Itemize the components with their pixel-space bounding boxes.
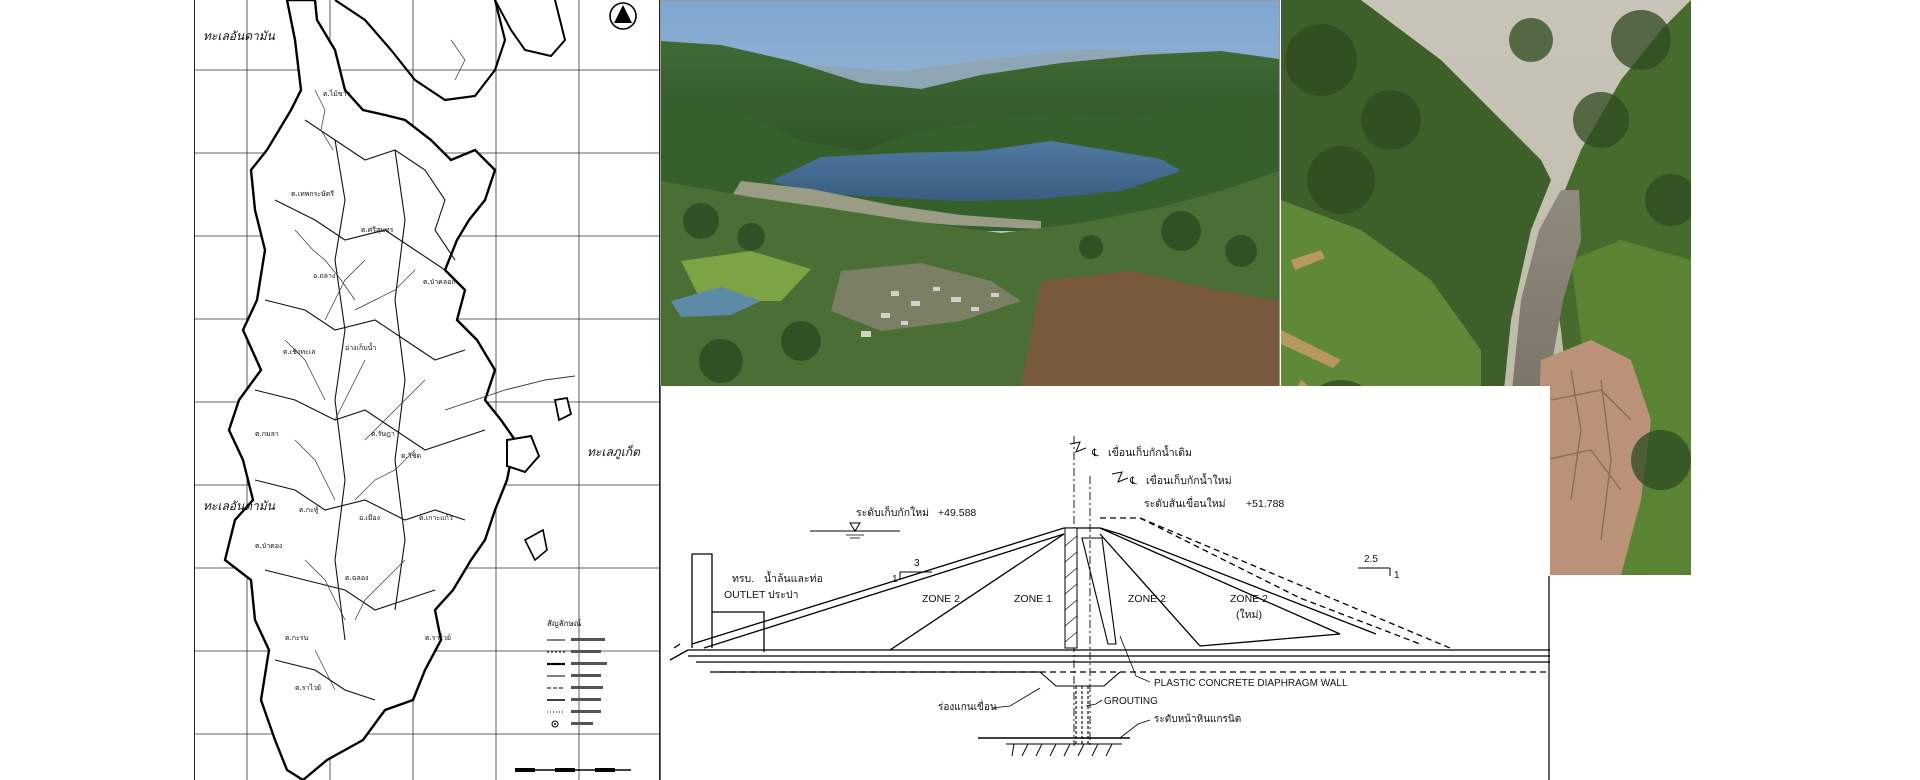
- new-crest-value: +51.788: [1246, 498, 1284, 510]
- svg-text:ต.ไม้ขาว: ต.ไม้ขาว: [323, 89, 351, 98]
- reservoir-photo: [660, 0, 1280, 388]
- sea-label-right: ทะเลภูเก็ต: [587, 444, 641, 460]
- svg-text:ต.กมลา: ต.กมลา: [255, 430, 279, 438]
- new-storage-value: +49.588: [938, 507, 976, 519]
- north-coast: [334, 0, 507, 102]
- svg-text:ต.เชิงทะเล: ต.เชิงทะเล: [283, 348, 315, 356]
- bedrock-base: [978, 737, 1130, 757]
- zone-2-new-label: ZONE 2: [1230, 593, 1268, 605]
- new-dam-axis-label: เขื่อนเก็บกักน้ำใหม่: [1146, 473, 1232, 487]
- bedrock-label: ระดับหน้าหินแกรนิต: [1154, 713, 1241, 725]
- svg-text:ต.เทพกระษัตรี: ต.เทพกระษัตรี: [291, 190, 334, 198]
- svg-text:ต.วิชิต: ต.วิชิต: [401, 452, 421, 460]
- svg-text:ต.ราไวย์: ต.ราไวย์: [295, 683, 321, 692]
- dam-cross-section: ℄ เขื่อนเก็บกักน้ำเดิม ℄ เขื่อนเก็บกักน้…: [660, 386, 1550, 780]
- slope-right-unit: 1: [1394, 570, 1400, 581]
- water-level-icon: [810, 522, 900, 539]
- old-dam-axis-label: เขื่อนเก็บกักน้ำเดิม: [1108, 445, 1192, 459]
- map-legend: สัญลักษณ์: [547, 618, 607, 728]
- old-dam-axis-symbol: ℄: [1091, 447, 1099, 459]
- north-arrow-icon: [609, 2, 637, 30]
- dam-core: [1064, 527, 1078, 649]
- core-trench-label: ร่องแกนเขื่อน: [938, 699, 997, 713]
- slope-marker-right: 2.5 1: [1358, 554, 1400, 581]
- dam-section-drawing: ℄ เขื่อนเก็บกักน้ำเดิม ℄ เขื่อนเก็บกักน้…: [660, 386, 1550, 780]
- outlet-abbr-label: ทรบ.: [732, 573, 754, 585]
- svg-text:อ.ถลาง: อ.ถลาง: [313, 272, 335, 280]
- diaphragm-wall-label: PLASTIC CONCRETE DIAPHRAGM WALL: [1154, 678, 1348, 689]
- outlet-en-label: OUTLET: [724, 589, 766, 601]
- slope-left-value: 3: [914, 558, 920, 569]
- watershed-boundaries: [254, 119, 486, 701]
- slope-left-unit: 1: [892, 574, 898, 585]
- zone-1-label: ZONE 1: [1014, 593, 1052, 605]
- zone-2-left-label: ZONE 2: [922, 593, 960, 605]
- slope-marker-left: 3 1: [892, 558, 932, 585]
- svg-text:ต.ศรีสุนทร: ต.ศรีสุนทร: [361, 226, 394, 234]
- new-dam-axis-symbol: ℄: [1129, 475, 1137, 487]
- svg-text:ต.ราไวย์: ต.ราไวย์: [425, 633, 451, 642]
- zone-2-mid-label: ZONE 2: [1128, 593, 1166, 605]
- map-drawing: ต.ไม้ขาว ต.เทพกระษัตรี ต.ศรีสุนทร อ.ถลาง…: [195, 0, 659, 780]
- place-labels: ต.ไม้ขาว ต.เทพกระษัตรี ต.ศรีสุนทร อ.ถลาง…: [255, 89, 456, 692]
- svg-text:ต.กะรน: ต.กะรน: [285, 634, 309, 642]
- island-outline: [223, 0, 517, 780]
- sea-label-top-left: ทะเลอันดามัน: [203, 29, 276, 43]
- svg-text:อ่างเก็บน้ำ: อ่างเก็บน้ำ: [345, 341, 376, 352]
- outlet-structure: [669, 553, 765, 661]
- zone-2-new-sublabel: (ใหม่): [1236, 608, 1262, 621]
- outlet-thai2-label: ประปา: [768, 589, 799, 601]
- svg-text:ต.ป่าตอง: ต.ป่าตอง: [255, 542, 282, 550]
- new-storage-label: ระดับเก็บกักใหม่: [856, 505, 929, 519]
- legend-title: สัญลักษณ์: [547, 618, 582, 628]
- scale-bar: [515, 768, 631, 772]
- svg-text:ต.ฉลอง: ต.ฉลอง: [345, 574, 368, 582]
- svg-text:อ.เมือง: อ.เมือง: [359, 514, 380, 522]
- streams: [284, 39, 466, 691]
- slope-right-value: 2.5: [1364, 554, 1378, 565]
- outlet-thai-label: น้ำล้นและท่อ: [764, 571, 823, 585]
- grouting-label: GROUTING: [1104, 696, 1158, 707]
- svg-text:ต.กะทู้: ต.กะทู้: [299, 506, 319, 514]
- sea-label-bottom-left: ทะเลอันดามัน: [203, 499, 276, 513]
- core-trench: [1039, 671, 1121, 746]
- new-crest-label: ระดับสันเขื่อนใหม่: [1144, 496, 1226, 510]
- svg-text:ต.ป่าคลอก: ต.ป่าคลอก: [423, 278, 456, 286]
- foundation-lines: [688, 649, 1550, 673]
- svg-text:ต.รัษฎา: ต.รัษฎา: [371, 430, 395, 438]
- reservoir-image: [661, 1, 1279, 387]
- watershed-map: ต.ไม้ขาว ต.เทพกระษัตรี ต.ศรีสุนทร อ.ถลาง…: [194, 0, 660, 780]
- svg-text:ต.เกาะแก้ว: ต.เกาะแก้ว: [419, 514, 453, 522]
